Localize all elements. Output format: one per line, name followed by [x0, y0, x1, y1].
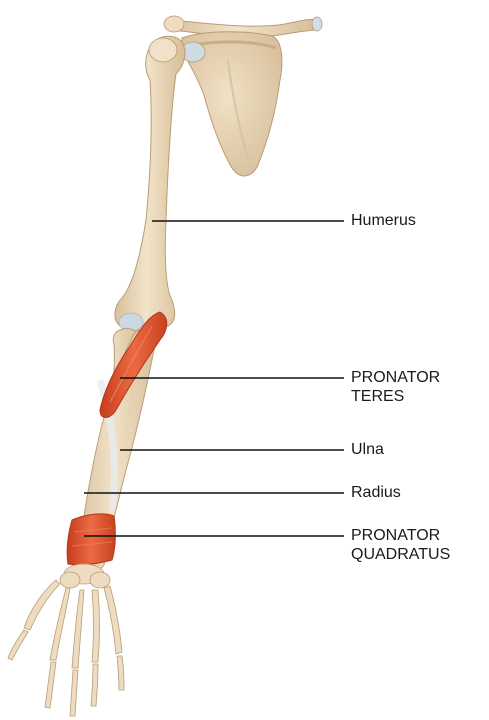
label-pronator-quadratus: PRONATOR QUADRATUS	[351, 526, 450, 564]
scapula	[181, 32, 282, 176]
label-pronator-quadratus-line-1: PRONATOR	[351, 526, 450, 545]
hand-bones	[8, 564, 124, 716]
label-pronator-quadratus-line-2: QUADRATUS	[351, 545, 450, 564]
label-ulna: Ulna	[351, 440, 384, 459]
humerus-bone	[115, 36, 185, 331]
pronator-quadratus-muscle	[67, 514, 115, 565]
label-humerus: Humerus	[351, 211, 416, 230]
leader-lines	[84, 221, 344, 536]
label-radius: Radius	[351, 483, 401, 502]
label-pronator-teres: PRONATOR TERES	[351, 368, 440, 406]
label-pronator-teres-line-2: TERES	[351, 387, 440, 406]
label-pronator-teres-line-1: PRONATOR	[351, 368, 440, 387]
